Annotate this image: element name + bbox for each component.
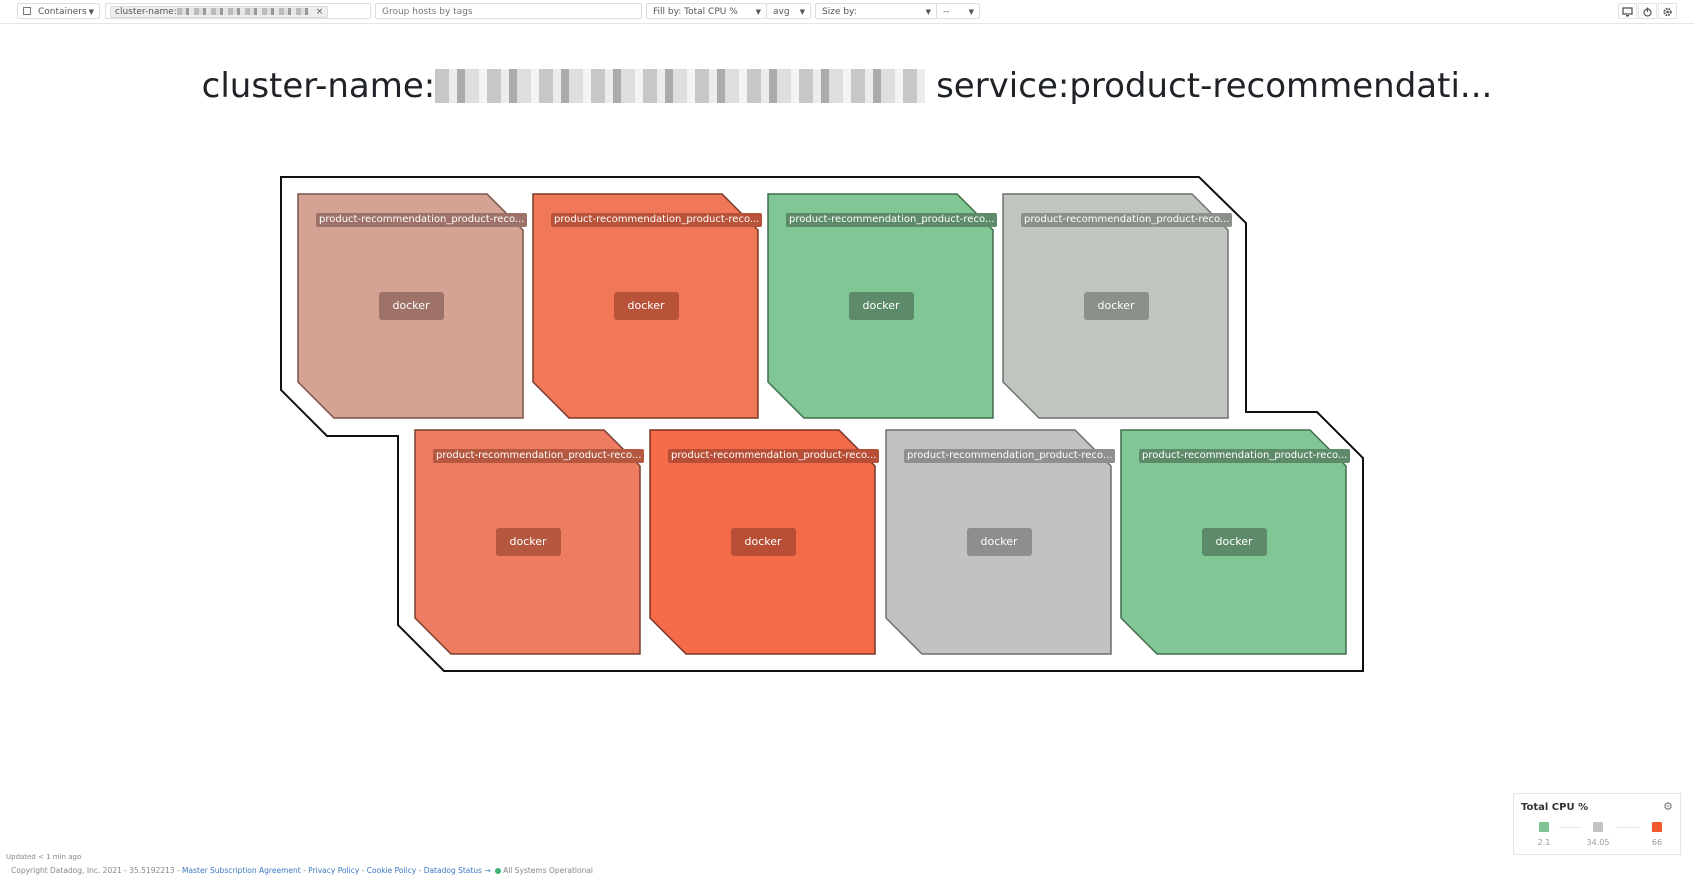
group-outline	[280, 176, 1364, 672]
page-title: cluster-name: service:product-recommenda…	[0, 66, 1694, 106]
legend-divider	[1617, 827, 1639, 828]
chevron-down-icon: ▼	[88, 8, 94, 16]
chevron-down-icon: ▼	[799, 8, 805, 16]
filter-prefix: cluster-name:	[115, 7, 177, 17]
group-by-placeholder: Group hosts by tags	[382, 7, 473, 17]
fill-legend: Total CPU % ⚙ 2.1 34.05 66	[1513, 793, 1681, 855]
legend-title: Total CPU %	[1521, 802, 1589, 813]
aggregation-select[interactable]: avg ▼	[766, 3, 811, 19]
status-dot-icon	[495, 868, 502, 874]
title-prefix: cluster-name:	[201, 66, 436, 106]
power-button[interactable]	[1638, 3, 1657, 19]
chevron-down-icon: ▼	[925, 8, 931, 16]
legend-mid-value: 34.05	[1586, 838, 1610, 847]
privacy-link[interactable]: Privacy Policy	[308, 866, 360, 875]
cookie-link[interactable]: Cookie Policy	[366, 866, 417, 875]
legend-max-value: 66	[1651, 838, 1663, 847]
tile-label: product-recommendation_product-reco...	[1021, 213, 1233, 227]
tile-label: product-recommendation_product-reco...	[316, 213, 528, 227]
gear-icon	[1663, 7, 1672, 17]
docker-badge: docker	[613, 292, 679, 320]
aggregation-label: avg	[773, 7, 790, 17]
updated-status: Updated < 1 min ago	[6, 853, 82, 861]
chevron-down-icon: ▼	[968, 8, 974, 16]
filter-input[interactable]: cluster-name: ×	[105, 3, 371, 19]
tile-label: product-recommendation_product-reco...	[433, 449, 645, 463]
legend-gear-icon[interactable]: ⚙	[1663, 800, 1673, 813]
group-by-input[interactable]: Group hosts by tags	[375, 3, 642, 19]
docker-badge: docker	[495, 528, 561, 556]
title-suffix: service:product-recommendati...	[925, 66, 1493, 106]
docker-badge: docker	[378, 292, 444, 320]
msa-link[interactable]: Master Subscription Agreement	[182, 866, 301, 875]
docker-badge: docker	[966, 528, 1032, 556]
tile-label: product-recommendation_product-reco...	[551, 213, 763, 227]
power-icon	[1643, 7, 1652, 17]
clear-filter-icon[interactable]: ×	[315, 7, 324, 17]
tv-mode-button[interactable]	[1618, 3, 1637, 19]
footer: Copyright Datadog, Inc. 2021 - 35.519221…	[11, 866, 594, 875]
settings-button[interactable]	[1658, 3, 1677, 19]
view-select-label: Containers	[38, 7, 87, 17]
redacted-value	[176, 8, 309, 15]
size-aggregation-select[interactable]: -- ▼	[936, 3, 980, 19]
size-by-select[interactable]: Size by: ▼	[815, 3, 937, 19]
legend-min-swatch	[1539, 822, 1549, 832]
toolbar: Containers ▼ cluster-name: × Group hosts…	[0, 0, 1694, 24]
tile-label: product-recommendation_product-reco...	[1139, 449, 1351, 463]
status-link[interactable]: Datadog Status →	[423, 866, 491, 875]
redacted-cluster-name	[435, 69, 926, 103]
size-aggregation-label: --	[943, 7, 950, 17]
chevron-down-icon: ▼	[755, 8, 761, 16]
containers-grid-icon	[23, 7, 31, 15]
legend-mid-swatch	[1593, 822, 1603, 832]
system-status: All Systems Operational	[503, 866, 594, 875]
docker-badge: docker	[1083, 292, 1149, 320]
docker-badge: docker	[1201, 528, 1267, 556]
fill-by-select[interactable]: Fill by: Total CPU % ▼	[646, 3, 767, 19]
size-by-label: Size by:	[822, 7, 857, 17]
docker-badge: docker	[848, 292, 914, 320]
legend-divider	[1559, 827, 1581, 828]
tile-label: product-recommendation_product-reco...	[786, 213, 998, 227]
legend-min-value: 2.1	[1537, 838, 1551, 847]
fill-by-label: Fill by: Total CPU %	[653, 7, 738, 17]
copyright: Copyright Datadog, Inc. 2021 - 35.519221…	[11, 866, 183, 875]
filter-pill: cluster-name: ×	[110, 6, 329, 18]
legend-max-swatch	[1652, 822, 1662, 832]
monitor-icon	[1622, 7, 1633, 17]
tile-label: product-recommendation_product-reco...	[904, 449, 1116, 463]
tile-label: product-recommendation_product-reco...	[668, 449, 880, 463]
docker-badge: docker	[730, 528, 796, 556]
view-select[interactable]: Containers ▼	[17, 3, 100, 19]
